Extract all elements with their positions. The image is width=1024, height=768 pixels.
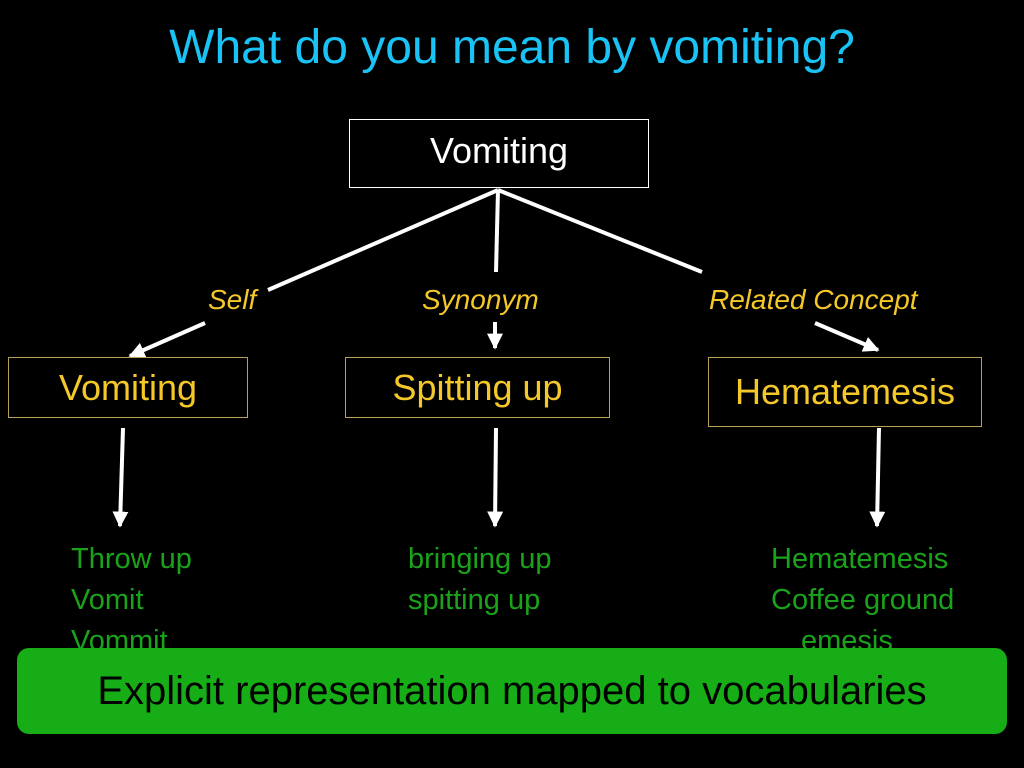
arrow-self-terms — [112, 427, 129, 528]
summary-banner-text: Explicit representation mapped to vocabu… — [97, 668, 927, 713]
term-item: Coffee ground — [771, 584, 955, 616]
line-root-self-upper — [267, 188, 499, 292]
page-title: What do you mean by vomiting? — [169, 21, 855, 74]
child-node-label: Spitting up — [392, 366, 563, 408]
term-list-self: Throw up Vomit Vommit ... — [71, 539, 192, 703]
term-item: spitting up — [408, 584, 541, 616]
relation-label-self: Self — [208, 284, 257, 315]
relation-label-related-concept: Related Concept — [709, 284, 918, 315]
line-root-synonym-upper — [494, 189, 500, 273]
term-list-synonym: bringing up spitting up — [408, 539, 552, 621]
term-item: Vomit — [71, 584, 144, 616]
child-node-label: Vomiting — [58, 366, 198, 408]
term-item: bringing up — [408, 543, 552, 575]
term-item: Throw up — [71, 543, 192, 575]
summary-banner: Explicit representation mapped to vocabu… — [17, 648, 1007, 734]
root-node-label: Vomiting — [429, 129, 569, 171]
line-root-related-upper — [497, 188, 703, 274]
relation-label-synonym: Synonym — [422, 284, 539, 315]
child-node-related-concept: Hematemesis — [708, 357, 982, 427]
term-list-related-concept: Hematemesis Coffee ground emesis — [771, 539, 954, 662]
arrow-related-terms — [869, 427, 886, 528]
term-item: Hematemesis — [771, 543, 949, 575]
child-node-label: Hematemesis — [734, 371, 956, 412]
arrow-synonym-terms — [487, 427, 504, 528]
child-node-synonym: Spitting up — [345, 357, 610, 418]
root-node-box: Vomiting — [349, 119, 649, 188]
arrow-self — [128, 321, 206, 358]
arrow-related — [814, 321, 880, 352]
child-node-self: Vomiting — [8, 357, 248, 418]
